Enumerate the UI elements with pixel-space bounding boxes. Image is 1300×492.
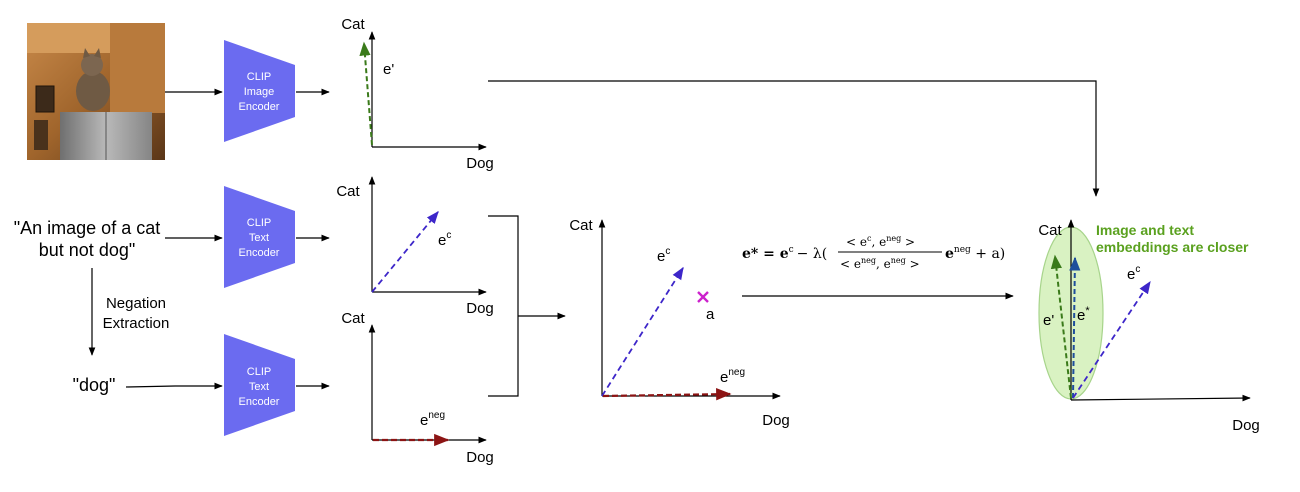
prompt-line1: "An image of a cat bbox=[14, 218, 160, 238]
plot5-e-star-label: e* bbox=[1077, 305, 1090, 324]
plot1-e-prime-vector bbox=[359, 41, 373, 146]
clip-image-encoder-shape bbox=[224, 40, 295, 142]
plot5-x-label: Dog bbox=[1232, 417, 1260, 434]
plot-image-embedding: Cat Dog e' bbox=[341, 16, 493, 172]
plot3-x-label: Dog bbox=[466, 449, 494, 466]
plot5-e-prime-label: e' bbox=[1043, 312, 1054, 329]
plot5-ec-vector bbox=[1072, 280, 1151, 399]
plot2-y-label: Cat bbox=[336, 183, 360, 200]
plot1-y-label: Cat bbox=[341, 16, 365, 33]
plot3-eneg-label: eneg bbox=[420, 410, 445, 429]
plot4-eneg-label: eneg bbox=[720, 367, 745, 386]
clip-image-encoder-line3: Encoder bbox=[239, 101, 280, 113]
clip-image-encoder: CLIP Image Encoder bbox=[224, 40, 295, 142]
plot4-ec-vector bbox=[601, 266, 684, 397]
plot1-e-prime-label: e' bbox=[383, 61, 394, 78]
clip-text-encoder-bottom-line2: Text bbox=[249, 381, 269, 393]
plot5-e-star-vector bbox=[1069, 256, 1081, 399]
clip-text-encoder-bottom-shape bbox=[224, 334, 295, 436]
plot-combined: Cat Dog ec eneg a bbox=[569, 217, 789, 429]
equation-denominator: < eneg, eneg > bbox=[840, 256, 920, 271]
clip-text-encoder-top: CLIP Text Encoder bbox=[224, 186, 295, 288]
anchor-label: a bbox=[706, 306, 715, 323]
plot4-y-label: Cat bbox=[569, 217, 593, 234]
plot-text-embedding: Cat Dog ec bbox=[336, 176, 494, 317]
clip-text-encoder-bottom-line1: CLIP bbox=[247, 366, 271, 378]
closeness-note-line2: embeddings are closer bbox=[1096, 239, 1249, 255]
clip-text-encoder-top-line2: Text bbox=[249, 232, 269, 244]
plot5-y-label: Cat bbox=[1038, 222, 1062, 239]
equation-lhs: e* = ec− λ( bbox=[742, 245, 827, 262]
plot3-y-label: Cat bbox=[341, 310, 365, 327]
plot4-x-label: Dog bbox=[762, 412, 790, 429]
clip-image-encoder-line2: Image bbox=[244, 86, 275, 98]
plot-negation-embedding: Cat Dog eneg bbox=[341, 310, 493, 466]
plot1-x-label: Dog bbox=[466, 155, 494, 172]
negation-label-line1: Negation bbox=[106, 295, 166, 312]
clip-text-encoder-bottom: CLIP Text Encoder bbox=[224, 334, 295, 436]
prompt-line2: but not dog" bbox=[39, 240, 135, 260]
plot-result: Cat Dog e' e* ec Image and text embeddin… bbox=[1038, 219, 1260, 434]
plot2-ec-vector bbox=[371, 211, 439, 293]
plot4-ec-label: ec bbox=[657, 246, 670, 265]
plot5-x-axis bbox=[1070, 394, 1251, 402]
clip-image-encoder-line1: CLIP bbox=[247, 71, 271, 83]
arrow-image-to-result bbox=[488, 80, 1100, 197]
plot5-ec-label: ec bbox=[1127, 264, 1140, 283]
clip-text-encoder-top-shape bbox=[224, 186, 295, 288]
negated-word: "dog" bbox=[73, 375, 116, 395]
cat-photo bbox=[27, 23, 165, 160]
update-equation: e* = ec− λ( < ec, eneg > < eneg, eneg > … bbox=[742, 234, 1005, 271]
clip-text-encoder-top-line3: Encoder bbox=[239, 247, 280, 259]
plot2-ec-label: ec bbox=[438, 230, 451, 249]
merge-bracket bbox=[488, 215, 519, 397]
negation-label-line2: Extraction bbox=[103, 315, 170, 332]
equation-numerator: < ec, eneg > bbox=[846, 234, 915, 249]
clip-text-encoder-top-line1: CLIP bbox=[247, 217, 271, 229]
plot4-eneg-vector bbox=[602, 388, 732, 401]
clip-text-encoder-bottom-line3: Encoder bbox=[239, 396, 280, 408]
anchor-marker-icon bbox=[697, 291, 709, 303]
arrow-dog-to-encoder bbox=[125, 382, 223, 390]
plot2-x-label: Dog bbox=[466, 300, 494, 317]
closeness-note-line1: Image and text bbox=[1096, 222, 1194, 238]
equation-tail: eneg + a) bbox=[945, 245, 1005, 262]
